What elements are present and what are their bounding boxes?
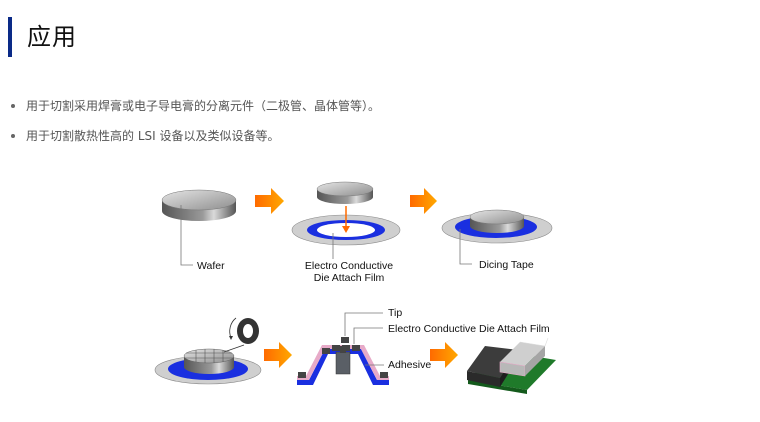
film-label-line2: Die Attach Film xyxy=(314,272,385,284)
process-arrow-icon xyxy=(255,188,284,214)
process-arrow-icon xyxy=(410,188,437,214)
film-label-line1: Electro Conductive xyxy=(305,260,393,272)
dicing-tape-label: Dicing Tape xyxy=(479,259,534,271)
diced-wafer-illustration xyxy=(154,348,262,385)
dicing-blade-icon xyxy=(223,317,259,353)
wafer-label: Wafer xyxy=(197,260,225,272)
tip-leader-line xyxy=(344,312,383,336)
process-arrow-icon xyxy=(430,342,458,368)
package-illustration xyxy=(467,337,556,394)
heading-accent-bar xyxy=(8,17,12,57)
bullet-icon xyxy=(11,104,15,108)
list-item: 用于切割散热性高的 LSI 设备以及类似设备等。 xyxy=(0,122,380,152)
tip-label: Tip xyxy=(388,307,402,319)
application-list: 用于切割采用焊膏或电子导电膏的分离元件（二极管、晶体管等）。 用于切割散热性高的… xyxy=(0,92,380,152)
down-arrow-icon xyxy=(342,206,350,233)
wafer-illustration xyxy=(316,181,374,204)
wafer-illustration xyxy=(161,189,237,221)
dicing-tape-leader-line xyxy=(459,229,472,265)
section-heading: 应用 xyxy=(8,17,77,57)
film-leader-line xyxy=(353,327,383,344)
bullet-icon xyxy=(11,134,15,138)
dicing-tape-illustration xyxy=(441,209,553,244)
page-title: 应用 xyxy=(27,23,77,51)
die-bonding-illustration xyxy=(297,337,389,385)
adhesive-label: Adhesive xyxy=(388,359,431,371)
list-item: 用于切割采用焊膏或电子导电膏的分离元件（二极管、晶体管等）。 xyxy=(0,92,380,122)
film-full-label: Electro Conductive Die Attach Film xyxy=(388,323,550,335)
process-arrow-icon xyxy=(264,342,292,368)
wafer-leader-line xyxy=(180,205,193,266)
